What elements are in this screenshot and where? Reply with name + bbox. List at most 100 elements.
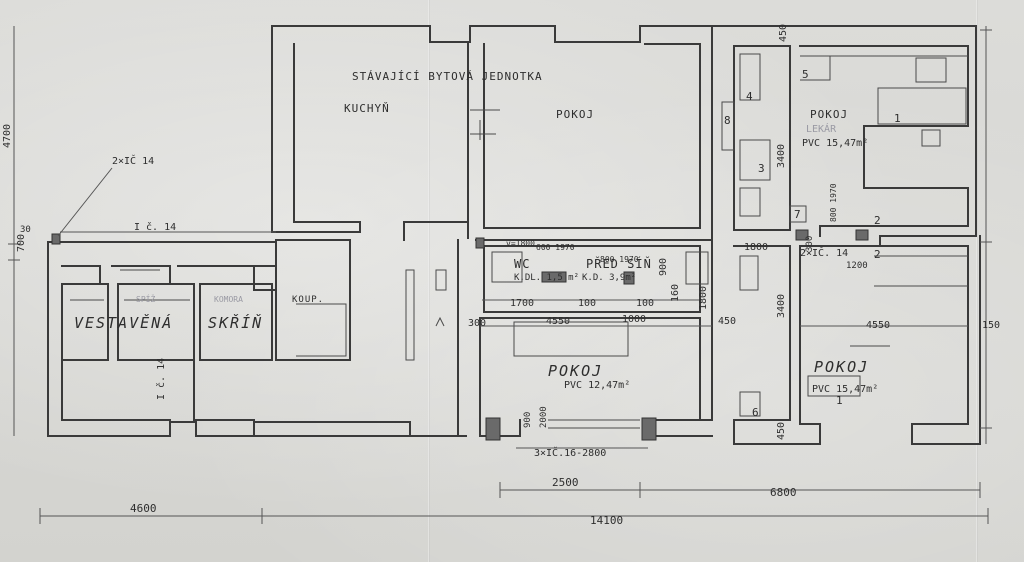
marker-5: 5 — [802, 68, 809, 81]
dim-100a: 100 — [578, 298, 596, 309]
post-right — [855, 229, 869, 241]
label-built-in: VESTAVĚNÁ — [74, 313, 173, 332]
label-closet: SKŘÍŇ — [208, 313, 263, 332]
marker-4: 4 — [746, 90, 753, 103]
marker-8: 8 — [724, 114, 731, 127]
wall-room-right-bottom — [799, 235, 981, 445]
details — [70, 53, 968, 429]
dim-4550-left: 4550 — [546, 316, 570, 327]
furniture-room-bottom — [513, 321, 629, 357]
dim-450-bottom: 450 — [776, 422, 787, 440]
dim-450-mid: 450 — [718, 316, 736, 327]
dim-900: 900 — [658, 258, 669, 276]
post-wc — [541, 271, 567, 283]
label-faint-1: SPÍŽ — [136, 293, 155, 304]
dimline-right — [499, 482, 981, 498]
furniture-room-right-bottom — [807, 345, 890, 397]
label-room-right-bottom: POKOJ — [814, 358, 869, 376]
marker-1: 1 — [836, 394, 843, 407]
annotation-window-c: 3×IČ.16-2800 — [534, 446, 606, 459]
post-center — [475, 237, 485, 249]
label-wc: WC — [514, 257, 530, 271]
label-hall-floor: K.D. 3,9m² — [582, 273, 636, 283]
dim-window-span: 2500 — [552, 476, 579, 489]
label-room-bottom: POKOJ — [548, 362, 603, 380]
annotation-door-hall: 800 1970 — [600, 255, 639, 264]
marker-1: 1 — [894, 112, 901, 125]
wall-bath — [275, 239, 351, 361]
dimline-right-height — [980, 26, 992, 444]
detail-passage — [405, 269, 447, 361]
wall-storage — [199, 283, 273, 361]
detail-8 — [721, 101, 735, 151]
dim-1000: 1000 — [622, 314, 646, 325]
dim-1200: 1200 — [846, 261, 868, 271]
post-window-right — [641, 417, 657, 441]
post-window-left — [485, 417, 501, 441]
detail-bath — [296, 303, 347, 357]
post-left — [51, 233, 61, 245]
annotation-lintel-left: I č. 14 — [134, 221, 176, 233]
label-room-bottom-floor: PVC 12,47m² — [564, 380, 630, 391]
dim-total: 14100 — [590, 514, 623, 527]
wall-room-right-top — [733, 45, 969, 237]
dim-right-part: 6800 — [770, 486, 797, 499]
dimline-total — [39, 508, 989, 524]
wall-right-bottom — [733, 245, 821, 445]
dim-3400-top: 3400 — [776, 144, 787, 168]
walls — [47, 25, 981, 445]
wall-left-outer — [47, 241, 277, 437]
dim-4550-right: 4550 — [866, 320, 890, 331]
furniture-wc — [491, 251, 709, 285]
detail-closets — [70, 269, 190, 301]
wall-wc-hall — [475, 239, 713, 313]
window-bottom — [548, 419, 640, 429]
dim-300: 300 — [468, 318, 486, 329]
annotation-lintel-vertical: I č. 14 — [155, 358, 167, 400]
label-room-right-bottom-floor: PVC 15,47m² — [812, 384, 878, 395]
post-hall — [623, 271, 635, 285]
furniture-right-top — [877, 57, 967, 147]
dim-450-top: 450 — [778, 24, 789, 42]
dim-2000-window: 2000 — [539, 406, 549, 428]
marker-7: 7 — [794, 208, 801, 221]
detail-passage-top — [470, 109, 500, 140]
detail-7 — [789, 205, 807, 223]
annotation-window-a: 2×IČ 14 — [112, 154, 154, 167]
annotation-door-right: 800 1970 — [829, 183, 838, 222]
label-bath: KOUP. — [292, 295, 324, 305]
dim-160: 160 — [670, 284, 681, 302]
wall-left-lower — [61, 359, 255, 421]
label-room-right-top-floor: PVC 15,47m² — [802, 138, 868, 149]
detail-right-mid — [874, 255, 968, 287]
wall-kitchen — [271, 25, 361, 233]
wall-divider — [403, 221, 469, 241]
arrow-icon — [435, 316, 445, 327]
marker-2: 2 — [874, 248, 881, 261]
annotation-window-b: 2×IČ. 14 — [800, 246, 848, 259]
dimension-lines — [8, 26, 992, 524]
paper-fold-line — [428, 0, 430, 562]
furniture-right-bottom — [739, 255, 761, 417]
marker-2: 2 — [874, 214, 881, 227]
post-right-2 — [795, 229, 809, 241]
dim-900-window: 900 — [523, 412, 533, 428]
wall-bottom-center — [253, 239, 467, 437]
dim-1700: 1700 — [510, 298, 534, 309]
dim-100b: 100 — [636, 298, 654, 309]
leader-window-a — [57, 167, 113, 237]
wall-right-top — [711, 25, 977, 247]
dim-300-side: 300 — [805, 236, 815, 252]
annotation-door-wc: 600 1970 — [536, 243, 575, 252]
dim-height: 4700 — [2, 124, 13, 148]
detail-5 — [800, 55, 968, 81]
paper-fold-line — [976, 0, 978, 562]
dimline-height — [8, 26, 20, 436]
label-room-right-top-note: LEKÁR — [806, 122, 837, 135]
marker-3: 3 — [758, 162, 765, 175]
label-hall: PŘED SÍŇ — [586, 256, 652, 271]
label-wc-floor: K.DL. 1,5 m² — [514, 273, 579, 283]
marker-6: 6 — [752, 406, 759, 419]
